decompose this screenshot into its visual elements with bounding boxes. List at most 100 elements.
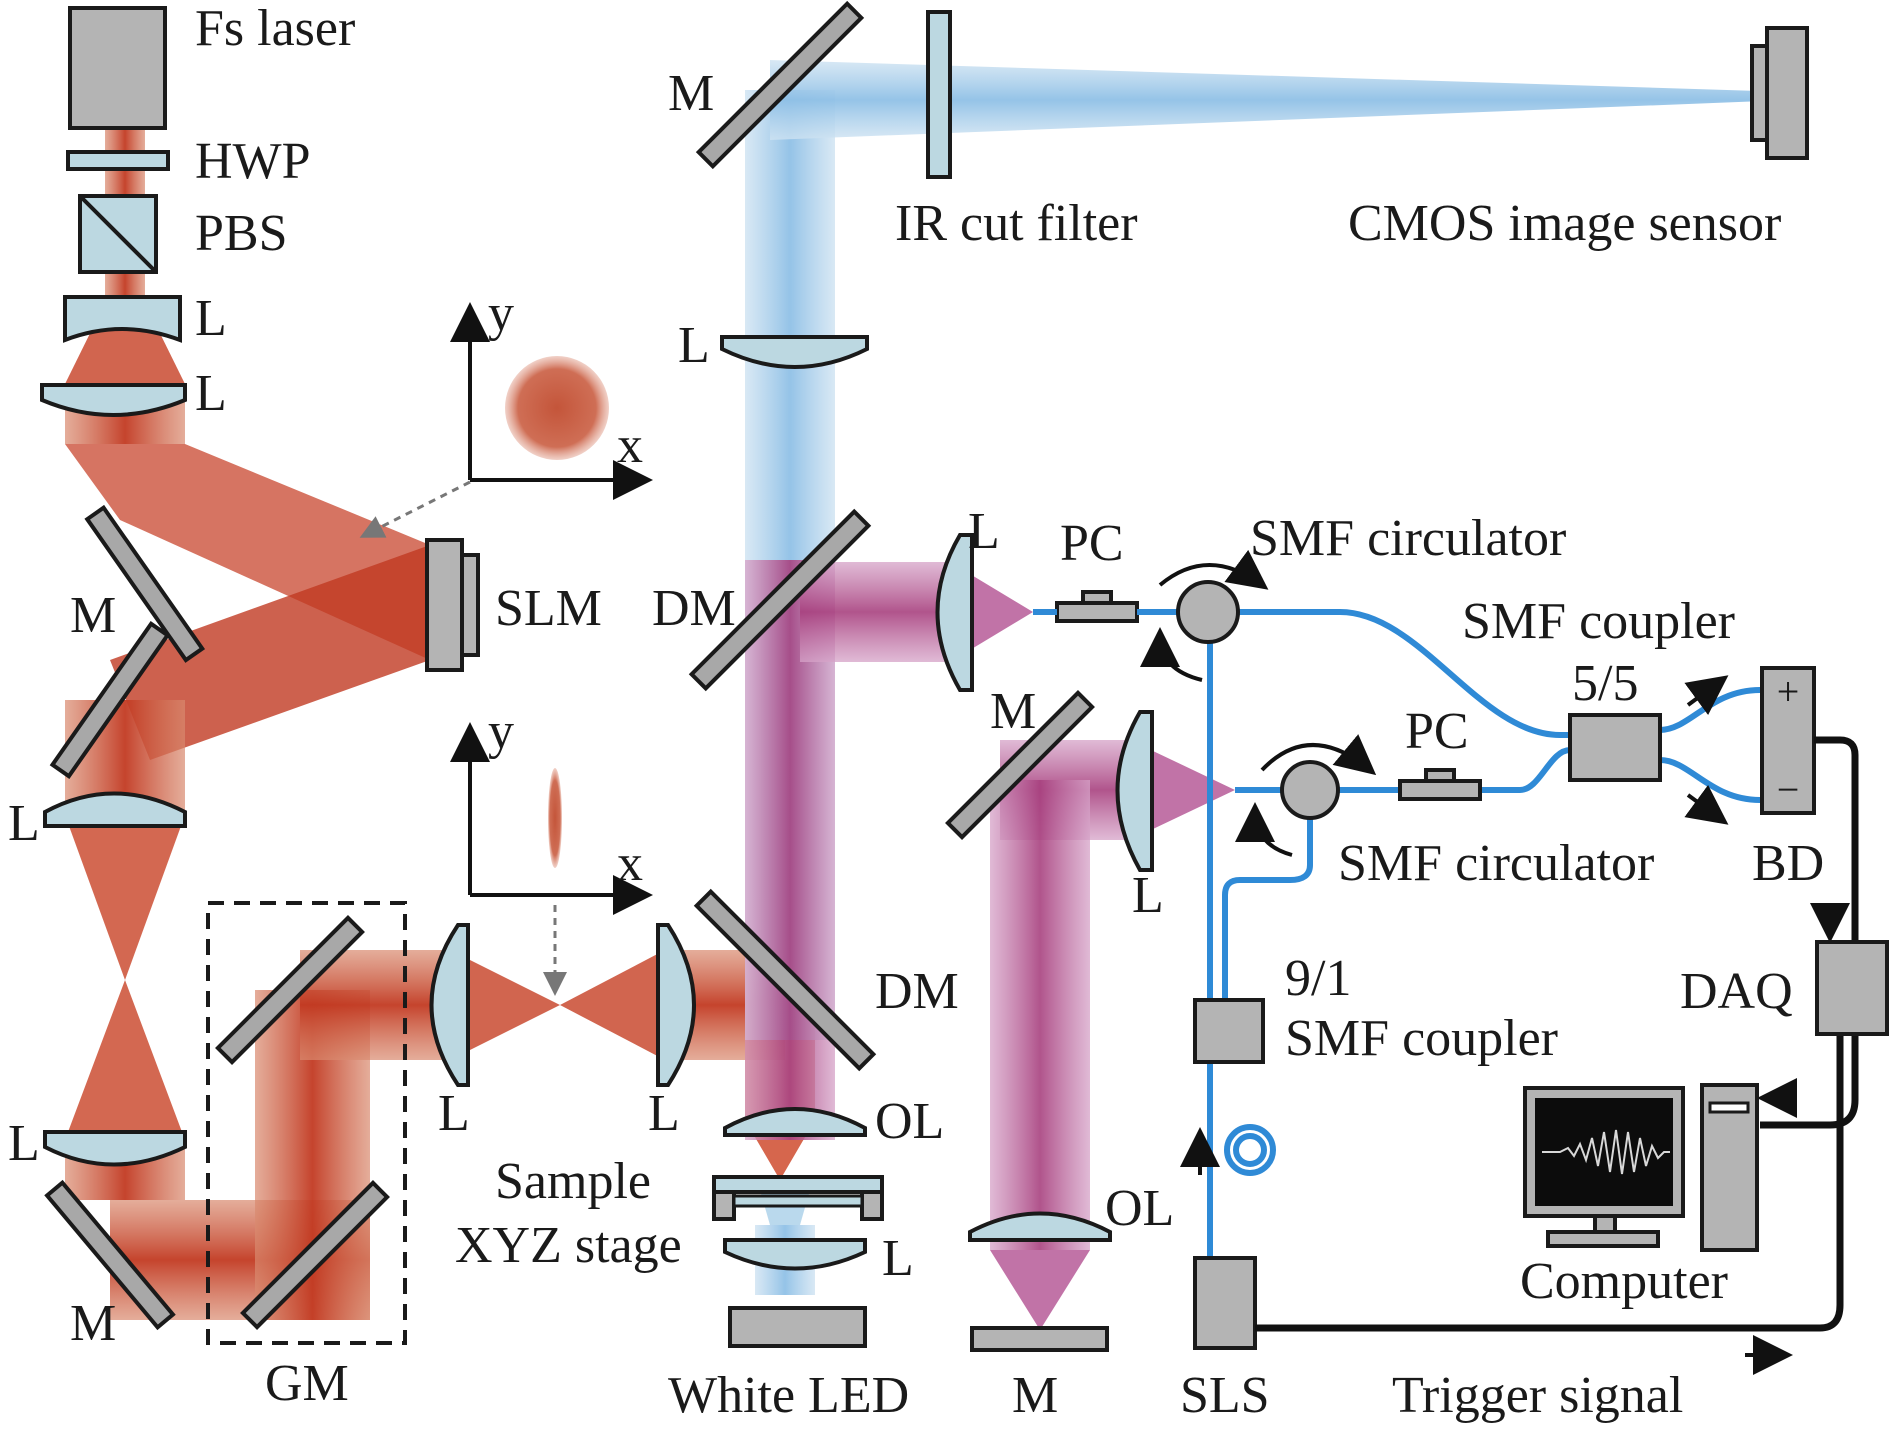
lens-led-label: L (882, 1230, 914, 1287)
lens-left-low (43, 1130, 187, 1167)
data-acquisition-card (1815, 940, 1889, 1036)
objective-lens-left (723, 1107, 867, 1137)
bd-minus-sign: − (1777, 767, 1800, 812)
lens-led (723, 1238, 867, 1271)
computer (1523, 1083, 1759, 1252)
mirror-left-bottom-label: M (70, 1295, 116, 1352)
lens-left-mid-label: L (8, 795, 40, 852)
beam-profile-inset-circle (359, 302, 653, 538)
lens-left-low-label: L (8, 1115, 40, 1172)
axis-y2-label: y (488, 703, 514, 760)
oct-beam-path (745, 560, 1235, 1330)
lens-vertical (720, 335, 869, 369)
relay-lens2 (656, 923, 696, 1087)
smf-coupler-55 (1568, 713, 1662, 782)
mirror-top-label: M (668, 65, 714, 122)
fs-laser-label: Fs laser (195, 0, 355, 57)
smf-coupler-91 (1193, 998, 1265, 1064)
ol-left-label: OL (875, 1093, 944, 1150)
relay-lens1-label: L (438, 1085, 470, 1142)
coupler-output-arrow-bottom (1684, 784, 1729, 825)
galvo-mirror-box (206, 901, 407, 1345)
white-led (728, 1306, 867, 1348)
relay-lens2-label: L (648, 1085, 680, 1142)
pc2-label: PC (1405, 703, 1469, 760)
slm-label: SLM (495, 580, 602, 637)
circulator2-arrow-top (1260, 734, 1377, 776)
mirror-left1-label: M (70, 587, 116, 644)
circulator2-arrow-bottom (1235, 802, 1293, 857)
galvo-mirror1 (215, 915, 365, 1065)
cmos-image-sensor (1750, 26, 1809, 160)
oct-interferogram-waveform (1542, 1129, 1670, 1175)
lens-top1-label: L (195, 290, 227, 347)
white-led-label: White LED (668, 1367, 909, 1424)
bd-plus-sign: + (1777, 669, 1800, 714)
axis-y1-label: y (488, 285, 514, 342)
lens-fiber1-label: L (968, 503, 1000, 560)
dichroic-mirror-upper (688, 508, 872, 692)
trigger-signal-label: Trigger signal (1392, 1367, 1683, 1424)
polarization-controller1 (1055, 590, 1139, 623)
line-beam-spot (548, 768, 562, 868)
circulator1-arrow-bottom (1140, 627, 1203, 682)
sample-xyz-stage (712, 1175, 884, 1221)
polarizing-beam-splitter (78, 194, 158, 274)
pbs-label: PBS (195, 205, 288, 262)
mirror-left-bottom (44, 1179, 176, 1331)
dm-lower-label: DM (875, 963, 959, 1020)
polarization-controller2 (1398, 768, 1482, 801)
smf-circulator1 (1176, 580, 1240, 644)
hwp-label: HWP (195, 133, 311, 190)
half-wave-plate (66, 150, 170, 171)
mirror-reference-bottom-label: M (1012, 1367, 1058, 1424)
bd-label: BD (1752, 835, 1824, 892)
mirror-reference (945, 690, 1095, 840)
galvo-mirror2 (240, 1180, 390, 1330)
ratio-55-label: 5/5 (1572, 655, 1638, 712)
pc1-label: PC (1060, 515, 1124, 572)
sample-label: Sample (495, 1153, 651, 1210)
smf-coupler-91-label: SMF coupler (1285, 1010, 1558, 1067)
lens-left-mid (43, 791, 187, 828)
lens-top2-label: L (195, 365, 227, 422)
ol-reference-label: OL (1105, 1180, 1174, 1237)
swept-laser-source (1193, 1256, 1257, 1350)
fs-laser (68, 6, 167, 130)
lens-top2 (40, 383, 187, 417)
mirror-reference-label: M (990, 683, 1036, 740)
dm-upper-label: DM (652, 580, 736, 637)
smf-circulator2-label: SMF circulator (1338, 835, 1654, 892)
xyz-stage-label: XYZ stage (455, 1217, 682, 1274)
lens-fiber1 (935, 533, 974, 692)
axis-x2-label: x (617, 835, 643, 892)
ratio-91-label: 9/1 (1285, 950, 1351, 1007)
computer-label: Computer (1520, 1253, 1728, 1310)
circulator1-arrow-top (1158, 549, 1269, 590)
sls-label: SLS (1180, 1367, 1270, 1424)
circular-beam-spot (505, 356, 609, 460)
daq-label: DAQ (1680, 963, 1793, 1020)
axis-x1-label: x (617, 417, 643, 474)
relay-lens1 (429, 923, 470, 1087)
smf-coupler-55-title: SMF coupler (1462, 593, 1735, 650)
smf-circulator1-label: SMF circulator (1250, 510, 1566, 567)
beam-profile-inset-line (450, 722, 653, 996)
coupler-output-arrow-top (1684, 675, 1729, 716)
mirror-top (695, 0, 865, 170)
ir-cut-filter (926, 10, 952, 179)
smf-circulator2 (1280, 760, 1340, 820)
mirror-left2 (49, 621, 171, 779)
gm-label: GM (265, 1355, 349, 1412)
ir-cut-filter-label: IR cut filter (895, 195, 1138, 252)
dichroic-mirror-lower (693, 888, 877, 1072)
lens-reference-label: L (1132, 867, 1164, 924)
objective-lens-reference (968, 1211, 1112, 1242)
lens-reference (1115, 710, 1154, 872)
electrical-cables (1255, 736, 1859, 1332)
lens-vertical-label: L (678, 317, 710, 374)
cmos-label: CMOS image sensor (1348, 195, 1781, 252)
lens-concave-top (63, 295, 182, 343)
mirror-reference-bottom (970, 1326, 1109, 1352)
